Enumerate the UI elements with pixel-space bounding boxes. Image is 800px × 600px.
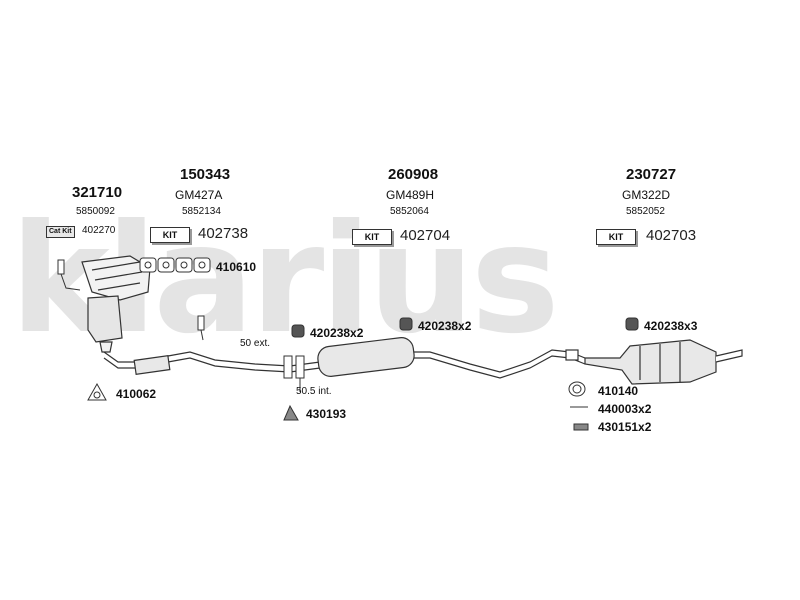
part-ring: 410140 — [598, 384, 639, 398]
part-mount-2: 420238x2 — [418, 319, 472, 333]
part-mount-1: 420238x2 — [310, 326, 364, 340]
rear-silencer-drawing — [584, 339, 743, 385]
part-number-260908: 260908 — [388, 166, 439, 183]
oem-number: 5850092 — [76, 206, 115, 217]
gasket-set-drawing — [139, 257, 211, 273]
kit-label: KIT — [596, 229, 636, 245]
kit-label: KIT — [150, 227, 190, 243]
oem-number: 5852052 — [626, 206, 665, 217]
kit-number: 402704 — [400, 227, 451, 244]
part-number-321710: 321710 — [72, 184, 123, 201]
cat-kit-label: Cat Kit — [46, 226, 75, 238]
note-external-diameter: 50 ext. — [240, 338, 271, 349]
parts-icons — [87, 317, 639, 431]
reference-code: GM322D — [622, 188, 671, 202]
kit-label: KIT — [352, 229, 392, 245]
oem-number: 5852064 — [390, 206, 429, 217]
part-mount-3: 420238x3 — [644, 319, 698, 333]
reference-code: GM489H — [386, 188, 435, 202]
clamp-drawing — [283, 355, 305, 392]
part-gasket-set: 410610 — [216, 260, 257, 274]
part-spring: 430151x2 — [598, 420, 652, 434]
front-pipe-drawing — [103, 351, 291, 375]
sensor-drawing — [57, 259, 205, 341]
reference-code: GM427A — [175, 188, 223, 202]
middle-pipe-drawing — [289, 337, 586, 379]
oem-number: 5852134 — [182, 206, 221, 217]
part-number-230727: 230727 — [626, 166, 677, 183]
note-internal-diameter: 50.5 int. — [296, 386, 332, 397]
kit-number: 402738 — [198, 225, 249, 242]
part-clamp: 430193 — [306, 407, 347, 421]
manifold-catalyst-drawing — [81, 255, 151, 353]
part-bolt: 440003x2 — [598, 402, 652, 416]
kit-number: 402703 — [646, 227, 697, 244]
cat-kit-number: 402270 — [82, 225, 116, 236]
part-number-150343: 150343 — [180, 166, 231, 183]
part-flange-gasket: 410062 — [116, 387, 157, 401]
